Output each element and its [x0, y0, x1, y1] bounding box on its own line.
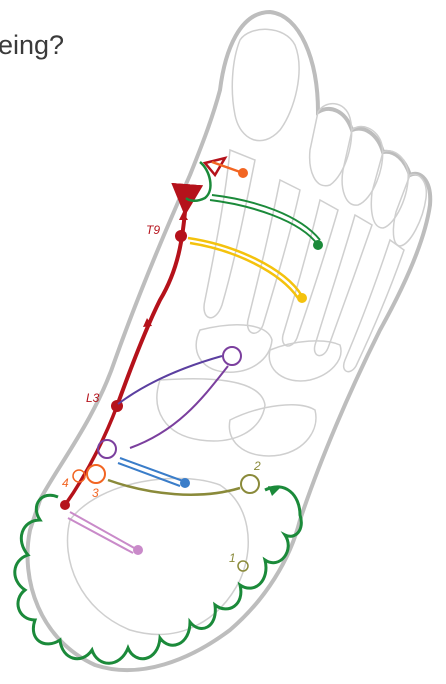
foot-outline — [28, 12, 431, 670]
label-3: 3 — [92, 486, 99, 500]
green-arrow-2 — [212, 195, 320, 240]
blue-arrow — [120, 458, 183, 481]
pink-arrow — [70, 512, 136, 549]
olive-circle-2 — [241, 475, 259, 493]
toe-bones — [232, 29, 426, 246]
label-l3: L3 — [86, 391, 100, 405]
green-point — [313, 240, 323, 250]
label-2: 2 — [253, 459, 261, 473]
green-shoulder-arc — [186, 162, 210, 201]
t9-point — [175, 230, 187, 242]
label-t9: T9 — [146, 223, 160, 237]
yellow-point — [297, 293, 307, 303]
pink-arrow-2 — [68, 518, 133, 553]
sacrum-point — [60, 500, 70, 510]
spine-line-lower — [65, 406, 117, 505]
orange-point — [238, 168, 248, 178]
foot-bones — [68, 150, 405, 634]
orange-circle-3 — [87, 465, 105, 483]
yellow-arrow-2 — [190, 243, 298, 298]
blue-point — [180, 478, 190, 488]
blue-arrow-2 — [118, 463, 180, 486]
pink-point — [133, 545, 143, 555]
label-4: 4 — [62, 476, 69, 490]
purple-circle — [98, 440, 116, 458]
indigo-circle — [223, 347, 241, 365]
label-1: 1 — [229, 551, 236, 565]
olive-arrow — [108, 480, 240, 495]
olive-circle-1 — [238, 561, 248, 571]
